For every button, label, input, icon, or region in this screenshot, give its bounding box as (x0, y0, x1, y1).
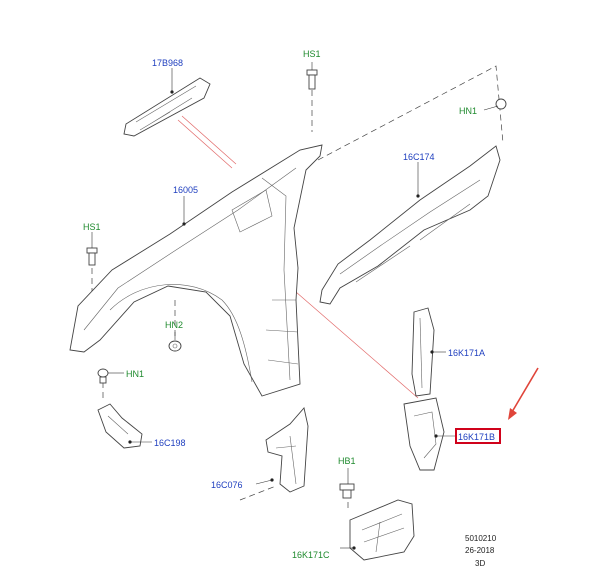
nut-hn2-icon (168, 340, 182, 352)
red-reference-lines (177, 115, 419, 399)
label-hs1-lower[interactable]: HS1 (83, 222, 101, 232)
label-17B968[interactable]: 17B968 (152, 58, 183, 68)
label-16005[interactable]: 16005 (173, 185, 198, 195)
fender-panel (69, 144, 323, 397)
bolt-hb1-icon (339, 483, 355, 499)
lower-shield (349, 499, 415, 561)
insulator-lower (403, 397, 445, 471)
label-16K171B[interactable]: 16K171B (458, 432, 495, 442)
label-16K171C[interactable]: 16K171C (292, 550, 330, 560)
diagram-date: 26-2018 (465, 546, 495, 555)
lower-bracket (97, 403, 143, 449)
insulator-upper (411, 307, 435, 397)
screw-hs1-upper-icon (306, 69, 318, 90)
label-hn2[interactable]: HN2 (165, 320, 183, 330)
label-hn1-lower[interactable]: HN1 (126, 369, 144, 379)
label-hb1[interactable]: HB1 (338, 456, 356, 466)
label-16C198[interactable]: 16C198 (154, 438, 186, 448)
nut-hn1-upper-icon (495, 98, 507, 110)
fasteners (86, 69, 507, 499)
label-leaders (91, 62, 499, 549)
diagram-view: 3D (475, 559, 485, 568)
label-16K171A[interactable]: 16K171A (448, 348, 485, 358)
screw-hs1-lower-icon (86, 247, 98, 266)
label-hs1-upper[interactable]: HS1 (303, 49, 321, 59)
red-arrow-icon (508, 367, 539, 420)
label-hn1-upper[interactable]: HN1 (459, 106, 477, 116)
mounting-bracket (265, 407, 309, 493)
nut-hn1-lower-icon (97, 368, 109, 384)
leader-dots (128, 90, 438, 550)
label-16C076[interactable]: 16C076 (211, 480, 243, 490)
diagram-id: 5010210 (465, 534, 497, 543)
mirror-bracket (123, 77, 211, 137)
wheelhouse-bracket (319, 145, 501, 305)
label-16C174[interactable]: 16C174 (403, 152, 435, 162)
highlight-box (455, 428, 501, 444)
